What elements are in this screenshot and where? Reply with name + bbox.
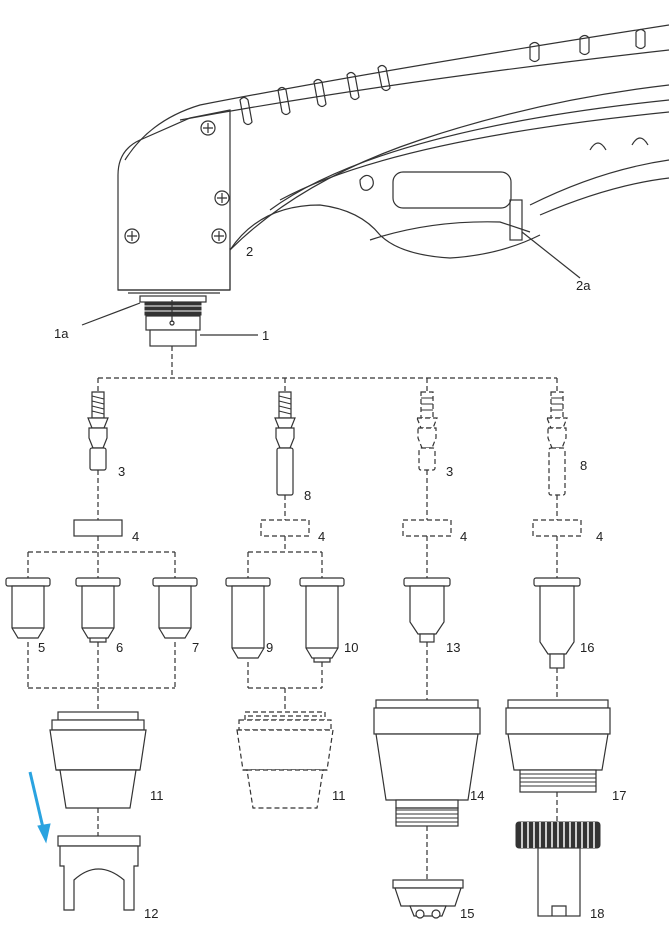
diffuser-4b	[260, 519, 310, 537]
shield-cap-17	[505, 699, 611, 793]
label-2: 2	[246, 244, 253, 259]
electrode-3a	[87, 391, 109, 471]
label-16: 16	[580, 640, 594, 655]
blue-arrow-icon	[28, 771, 46, 833]
tip-7	[152, 577, 198, 639]
diffuser-4d	[532, 519, 582, 537]
tip-13	[403, 577, 451, 643]
spacer-12	[57, 835, 141, 911]
tip-9	[225, 577, 271, 659]
label-5: 5	[38, 640, 45, 655]
shield-cap-14	[373, 699, 481, 827]
label-13: 13	[446, 640, 460, 655]
tip-6	[75, 577, 121, 643]
label-8b: 8	[580, 458, 587, 473]
part-labels: 1a 1 2 2a 3 8 3 8 4 4 4 4 5 6 7 9 10 13 …	[38, 244, 626, 921]
torch-head-body	[117, 109, 231, 294]
electrode-8b	[546, 391, 568, 496]
label-4b: 4	[318, 529, 325, 544]
shield-cap-11b	[236, 711, 334, 809]
diffuser-4a	[73, 519, 123, 537]
label-11b: 11	[332, 788, 346, 803]
leader-2a	[521, 231, 581, 279]
electrode-3b	[416, 391, 438, 471]
label-1a: 1a	[54, 326, 69, 341]
part-18	[515, 821, 601, 917]
label-10: 10	[344, 640, 358, 655]
label-7: 7	[192, 640, 199, 655]
label-4a: 4	[132, 529, 139, 544]
tip-10	[299, 577, 345, 663]
torch-head-1	[139, 295, 207, 347]
tip-5	[5, 577, 51, 639]
label-3a: 3	[118, 464, 125, 479]
label-14: 14	[470, 788, 484, 803]
leader-1a	[81, 302, 141, 326]
label-4d: 4	[596, 529, 603, 544]
label-17: 17	[612, 788, 626, 803]
label-2a: 2a	[576, 278, 591, 293]
tip-16	[533, 577, 581, 669]
part-15	[392, 879, 464, 919]
label-11a: 11	[150, 788, 164, 803]
connector-lines	[27, 346, 558, 880]
label-8a: 8	[304, 488, 311, 503]
label-9: 9	[266, 640, 273, 655]
shield-cap-11a	[49, 711, 147, 809]
diffuser-4c	[402, 519, 452, 537]
label-4c: 4	[460, 529, 467, 544]
label-1: 1	[262, 328, 269, 343]
torch-handle	[124, 24, 669, 259]
label-15: 15	[460, 906, 474, 921]
label-18: 18	[590, 906, 604, 921]
label-3b: 3	[446, 464, 453, 479]
electrode-8a	[274, 391, 296, 496]
label-12: 12	[144, 906, 158, 921]
blue-arrowhead-icon	[37, 823, 51, 844]
label-6: 6	[116, 640, 123, 655]
